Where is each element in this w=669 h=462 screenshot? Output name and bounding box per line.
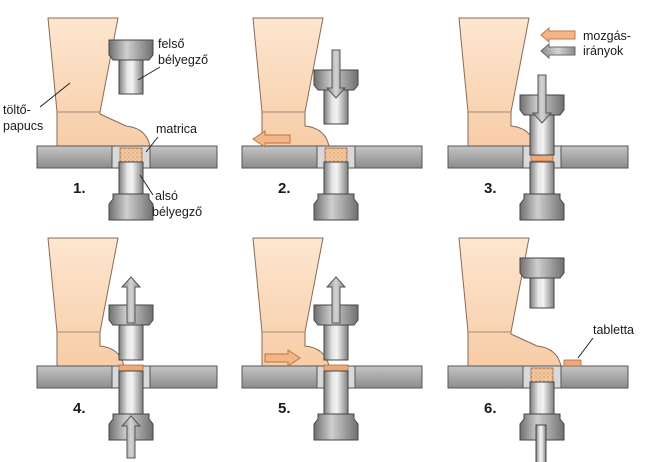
- lower-punch-label: alsó bélyegző: [139, 174, 202, 219]
- upper-punch-leader: [137, 66, 161, 81]
- filler-shoe: [458, 17, 536, 147]
- lower-punch-label-line1: alsó: [155, 189, 178, 203]
- legend-line2: irányok: [583, 44, 624, 58]
- panel-4: [36, 237, 218, 459]
- ejected-tablet: [118, 364, 144, 372]
- filler-shoe: [252, 237, 330, 367]
- lower-punch-head: [108, 193, 154, 221]
- tablet-leader: [577, 337, 594, 359]
- upper-punch-label-line2: bélyegző: [158, 53, 208, 67]
- shoe-left-arrow: [252, 130, 291, 148]
- lower-punch-up-arrow: [120, 415, 142, 459]
- tablet-label: tabletta: [577, 323, 634, 359]
- ejected-tablet: [323, 364, 349, 372]
- filler-shoe-leader: [39, 82, 71, 108]
- powder-fill: [530, 367, 554, 383]
- panel-5: [241, 237, 423, 441]
- upper-punch-stem: [118, 59, 144, 95]
- upper-punch-stem: [323, 324, 349, 361]
- step-number-1: 1.: [73, 180, 86, 197]
- legend-punch-arrow: [540, 42, 576, 60]
- upper-punch-up-arrow: [325, 276, 347, 324]
- lower-punch-stem: [323, 161, 349, 195]
- panel-3: [447, 17, 629, 221]
- lower-punch-head: [313, 193, 359, 221]
- powder-fill: [324, 147, 348, 163]
- filler-shoe-label-line2: papucs: [3, 119, 43, 133]
- upper-punch-label: felső bélyegző: [137, 37, 208, 81]
- step-number-4: 4.: [73, 400, 86, 417]
- filler-shoe-label-line1: töltő-: [3, 103, 31, 117]
- powder-fill: [119, 147, 143, 163]
- lower-punch-stem: [529, 381, 555, 415]
- upper-punch-down-arrow: [531, 74, 553, 124]
- die-label-text: matrica: [156, 122, 197, 136]
- upper-punch-up-arrow: [120, 276, 142, 324]
- lower-punch-stem: [323, 370, 349, 415]
- upper-punch-stem: [529, 277, 555, 309]
- upper-punch-label-line1: felső: [158, 37, 184, 51]
- step-number-3: 3.: [484, 180, 497, 197]
- filler-shoe: [47, 237, 125, 367]
- lower-punch-stem: [118, 370, 144, 415]
- pushed-tablet: [563, 359, 582, 367]
- step-number-6: 6.: [484, 400, 497, 417]
- die-leader: [145, 136, 159, 153]
- step-number-5: 5.: [278, 400, 291, 417]
- legend-line1: mozgás-: [583, 29, 631, 43]
- step-number-2: 2.: [278, 180, 291, 197]
- lower-punch-stem: [118, 161, 144, 195]
- lower-punch-label-line2: bélyegző: [152, 205, 202, 219]
- filler-shoe-label: töltő- papucs: [3, 82, 71, 133]
- shoe-right-arrow: [264, 349, 301, 367]
- upper-punch-head: [108, 39, 154, 61]
- upper-punch-head: [519, 257, 565, 279]
- compressed-tablet: [530, 154, 554, 162]
- legend-motion-arrow: [540, 26, 576, 44]
- tablet-label-text: tabletta: [593, 323, 634, 337]
- lower-punch-leader: [139, 174, 154, 196]
- die-label: matrica: [145, 122, 197, 153]
- lower-punch-head: [313, 413, 359, 441]
- legend: mozgás- irányok: [540, 26, 631, 60]
- panel-6: [447, 237, 629, 462]
- lower-punch-head: [519, 193, 565, 221]
- lower-punch-stem: [529, 161, 555, 195]
- upper-punch-down-arrow: [325, 49, 347, 99]
- lower-punch-rod: [535, 424, 547, 462]
- panel-1: [36, 17, 218, 221]
- upper-punch-stem: [118, 324, 144, 361]
- panel-2: [241, 17, 423, 221]
